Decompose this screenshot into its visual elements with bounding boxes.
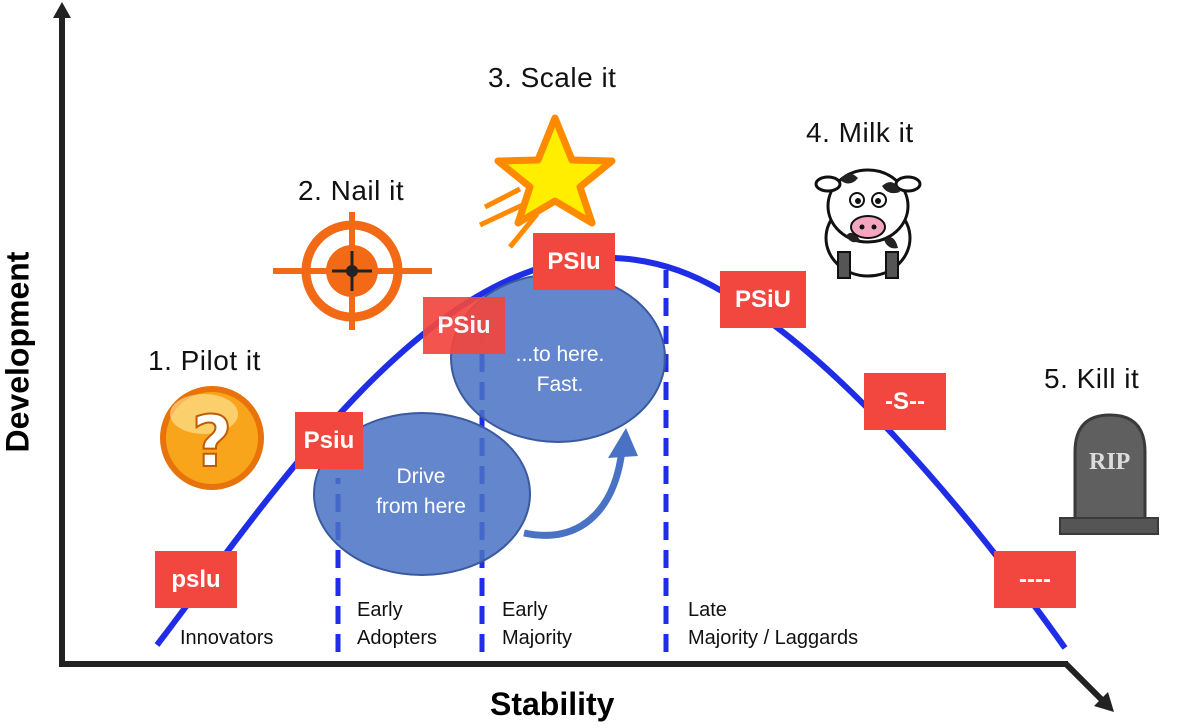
x-axis-arrowhead: [1094, 692, 1114, 712]
tombstone-icon: [1059, 413, 1159, 535]
segment-early-adopters: Early Adopters: [357, 596, 437, 652]
bubble-drive-line2: from here: [376, 495, 466, 518]
tombstone-rip-text: RIP: [1089, 449, 1131, 475]
bubble-drive-from-here: [313, 412, 531, 576]
bubble-to-line2: Fast.: [536, 373, 584, 396]
segment-late-majority: Late Majority / Laggards: [688, 596, 858, 652]
segment-early-adopters-line1: Early: [357, 599, 403, 621]
stage-title-milk: 4. Milk it: [806, 117, 914, 148]
x-axis-tail: [1063, 661, 1107, 705]
stage-title-kill: 5. Kill it: [1044, 363, 1140, 394]
stage-title-nail: 2. Nail it: [298, 175, 405, 206]
segment-early-majority-line1: Early: [502, 599, 548, 621]
question-icon: ?: [160, 386, 264, 490]
marker-dashes: ----: [994, 551, 1076, 608]
bubble-to-line1: ...to here.: [515, 343, 605, 366]
bubble-drive-text: Drive from here: [346, 462, 496, 522]
bubble-drive-line1: Drive: [396, 465, 446, 488]
drive-arrowhead-icon: [608, 428, 638, 458]
marker-psiu: Psiu: [295, 412, 363, 469]
marker-psiu2: PSiu: [423, 297, 505, 354]
segment-innovators-line1: Innovators: [180, 627, 274, 649]
marker-s: -S--: [864, 373, 946, 430]
cow-icon: [814, 168, 922, 279]
star-icon: [478, 114, 616, 249]
marker-pslu-peak: PSIu: [533, 233, 615, 290]
y-axis-arrowhead: [53, 2, 71, 18]
segment-late-majority-line2: Majority / Laggards: [688, 627, 859, 649]
stage-title-pilot: 1. Pilot it: [148, 345, 261, 376]
marker-psiu-cap: PSiU: [720, 271, 806, 328]
segment-early-adopters-line2: Adopters: [357, 627, 438, 649]
marker-pslu: pslu: [155, 551, 237, 608]
y-axis-label: Development: [0, 251, 36, 453]
svg-text:?: ?: [192, 401, 233, 483]
bubble-to-text: ...to here. Fast.: [480, 340, 640, 400]
segment-late-majority-line1: Late: [688, 599, 727, 621]
segment-early-majority: Early Majority: [502, 596, 572, 652]
drive-arrow: [523, 449, 626, 539]
segment-early-majority-line2: Majority: [502, 627, 573, 649]
segment-innovators: Innovators: [180, 624, 273, 652]
target-icon: [273, 212, 432, 330]
x-axis-label: Stability: [490, 686, 615, 722]
stage-title-scale: 3. Scale it: [488, 62, 617, 93]
